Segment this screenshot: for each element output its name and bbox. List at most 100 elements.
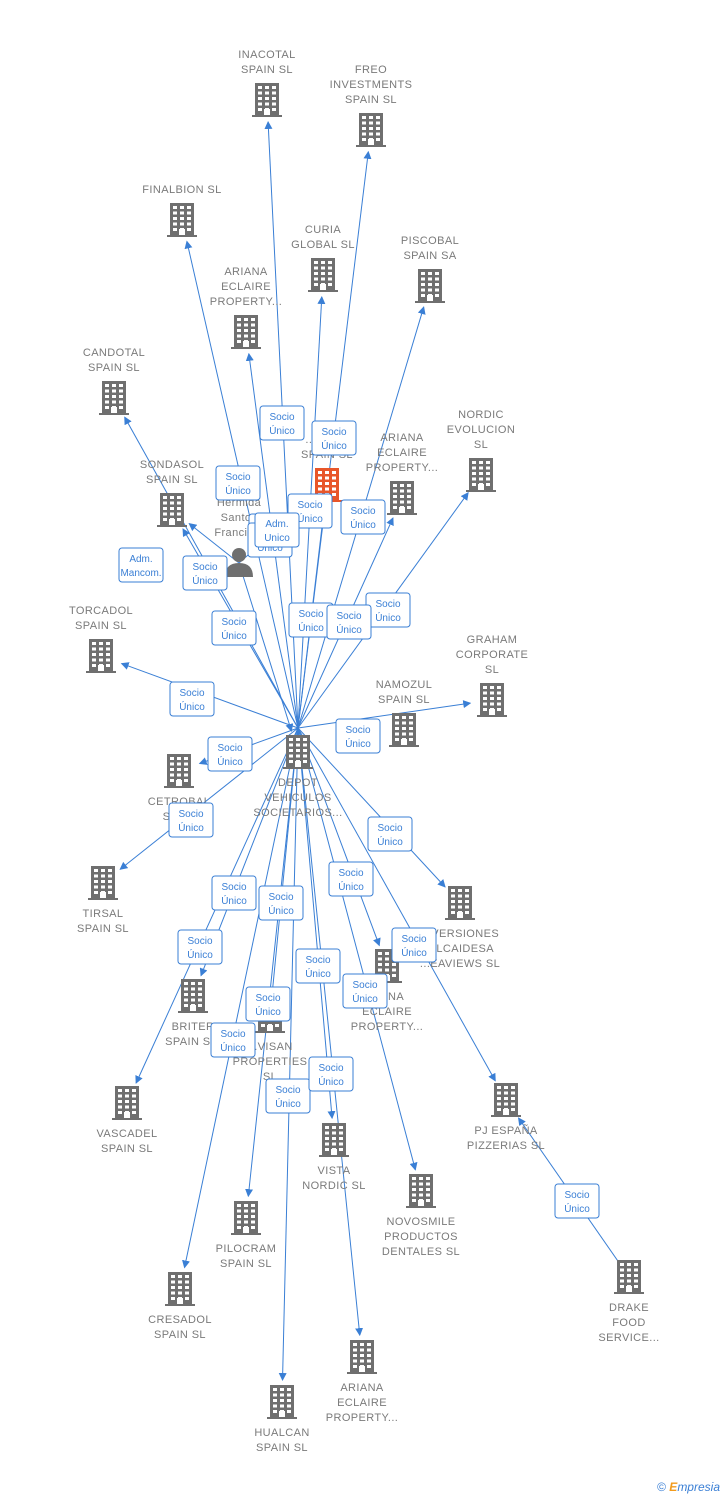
edge-label-box (308, 1056, 354, 1092)
edge-label-text: Único (217, 755, 243, 768)
edge-label-text: Adm. (129, 554, 152, 565)
node-ariana2[interactable]: ARIANAECLAIREPROPERTY... (366, 432, 438, 515)
building-icon (445, 886, 475, 920)
edge-label-text: Único (255, 1005, 281, 1018)
node-ariana4[interactable]: ARIANAECLAIREPROPERTY... (326, 1340, 398, 1424)
node-label: CANDOTAL (83, 347, 145, 359)
edge-label-text: Socio (269, 412, 294, 423)
node-label: ECLAIRE (362, 1006, 412, 1018)
node-label: PROPERTY... (210, 296, 282, 308)
edge-label-text: Socio (564, 1190, 589, 1201)
building-icon (415, 269, 445, 303)
node-label: SPAIN SL (345, 94, 397, 106)
node-label: SPAIN SL (101, 1143, 153, 1155)
node-label: NAMOZUL (376, 679, 433, 691)
edge-label-box (210, 1022, 256, 1058)
building-icon (231, 1201, 261, 1235)
edge-label-person-highlight[interactable]: Adm.Unico (254, 512, 300, 548)
building-icon (406, 1174, 436, 1208)
node-label: DENTALES SL (382, 1246, 460, 1258)
edge-label-box (168, 802, 214, 838)
node-label: SOCIETARIOS... (253, 807, 342, 819)
node-label: SPAIN SL (88, 362, 140, 374)
node-center[interactable]: DEPOTVEHICULOSSOCIETARIOS... (253, 735, 342, 819)
node-candotal[interactable]: CANDOTAL SPAIN SL (83, 347, 145, 415)
node-label: PROPERTY... (326, 1412, 398, 1424)
node-label: SPAIN SL (146, 474, 198, 486)
edge-label-text: Único (336, 623, 362, 636)
node-label: ARIANA (380, 432, 424, 444)
node-label: CRESADOL (148, 1314, 212, 1326)
edge-label-text: Socio (305, 955, 330, 966)
empresia-logo[interactable]: © Empresia (657, 1480, 720, 1494)
building-icon (356, 113, 386, 147)
edge-label-text: Único (305, 967, 331, 980)
node-label: PROPERTIES (233, 1056, 308, 1068)
edge-label-person-sondasol[interactable]: Adm.Mancom. (118, 547, 164, 583)
node-label: PJ ESPAÑA (474, 1124, 538, 1137)
node-finalbion[interactable]: FINALBION SL (142, 184, 221, 237)
node-label: SPAIN S... (165, 1036, 221, 1048)
edge-line-person-center (238, 562, 294, 732)
building-icon (99, 381, 129, 415)
edge-label-box (342, 973, 388, 1009)
node-ariana1[interactable]: ARIANAECLAIREPROPERTY... (210, 266, 282, 349)
node-label: Santos (221, 512, 258, 524)
edge-label-box (211, 610, 257, 646)
edge-label-text: Adm. (265, 519, 288, 530)
node-inversiones[interactable]: ...VERSIONES...LCAIDESA...EAVIEWS SL (420, 886, 500, 970)
node-drake[interactable]: DRAKEFOODSERVICE... (598, 1260, 659, 1344)
building-icon (112, 1086, 142, 1120)
building-icon (308, 258, 338, 292)
edge-label-text: Socio (178, 809, 203, 820)
edge-label-text: Único (352, 992, 378, 1005)
node-label: SERVICE... (598, 1332, 659, 1344)
